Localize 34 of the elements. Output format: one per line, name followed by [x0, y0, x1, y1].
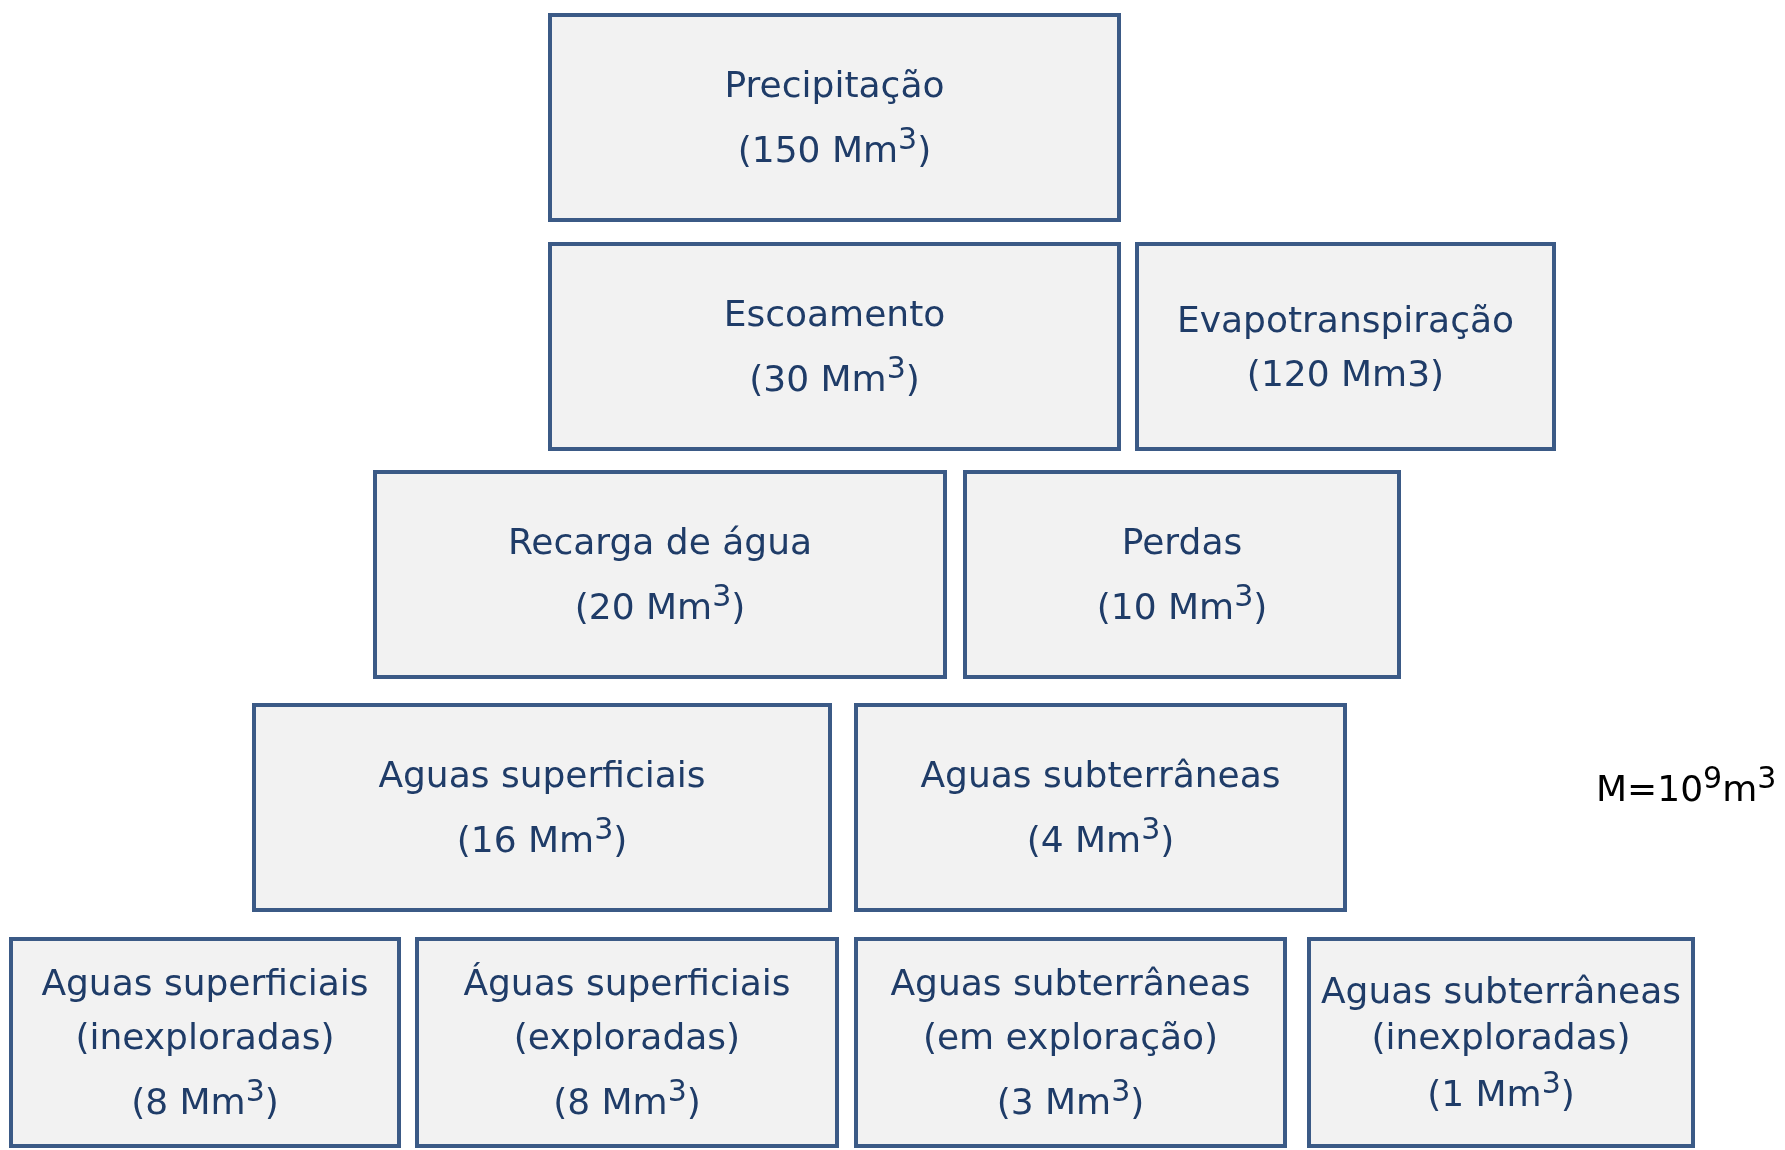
process-box	[548, 13, 1121, 222]
process-box	[415, 937, 839, 1148]
volume-text: (4 Mm$^{3}$)	[1026, 810, 1175, 862]
box-title: Perdas	[1121, 520, 1243, 564]
volume-text: (8 Mm$^{3}$)	[131, 1072, 279, 1124]
process-box	[548, 242, 1121, 451]
box-title: Águas superficiais (exploradas)	[462, 961, 792, 1059]
box-title: Escoamento	[723, 292, 946, 336]
box-title: Precipitação	[724, 63, 945, 107]
process-box	[854, 937, 1287, 1148]
box-title: Recarga de água	[507, 520, 813, 564]
volume-text: (150 Mm$^{3}$)	[737, 120, 932, 172]
volume-text: (1 Mm$^{3}$)	[1427, 1064, 1575, 1116]
box-title: Evapotranspiração	[1176, 297, 1515, 342]
volume-text: (120 Mm3)	[1246, 351, 1445, 396]
process-box	[373, 470, 947, 679]
process-box	[1135, 242, 1556, 451]
box-title: Aguas superficiais	[378, 753, 706, 797]
process-box	[252, 703, 832, 912]
process-box	[854, 703, 1347, 912]
volume-text: (3 Mm$^{3}$)	[996, 1072, 1145, 1124]
box-title: Aguas subterrâneas (em exploração)	[889, 961, 1252, 1059]
process-box	[1307, 937, 1695, 1148]
volume-text: (30 Mm$^{3}$)	[749, 349, 920, 401]
box-title: Aguas subterrâneas (inexploradas)	[1319, 969, 1683, 1059]
unit-note: M=10$^{9}$m$^{3}$	[1596, 760, 1777, 809]
process-box	[963, 470, 1401, 679]
volume-text: (8 Mm$^{3}$)	[553, 1072, 701, 1124]
volume-text: (10 Mm$^{3}$)	[1096, 577, 1268, 629]
process-box	[9, 937, 401, 1148]
volume-text: (16 Mm$^{3}$)	[456, 810, 628, 862]
box-title: Aguas superficiais (inexploradas)	[40, 961, 370, 1059]
volume-text: (20 Mm$^{3}$)	[574, 577, 746, 629]
box-title: Aguas subterrâneas	[920, 753, 1281, 797]
